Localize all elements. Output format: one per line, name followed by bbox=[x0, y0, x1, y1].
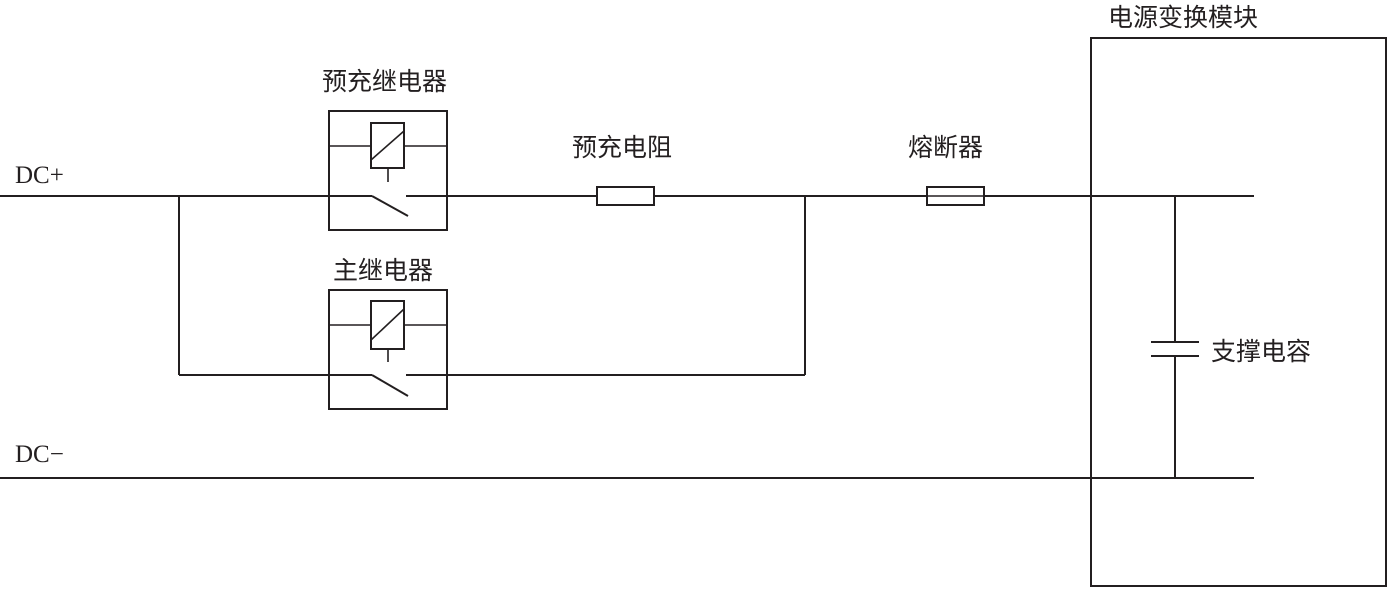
dc-plus-label: DC+ bbox=[15, 162, 64, 189]
power-module-label: 电源变换模块 bbox=[1108, 3, 1258, 32]
precharge-relay-contact bbox=[371, 195, 409, 217]
precharge-relay-label: 预充继电器 bbox=[322, 67, 447, 96]
power-module-box bbox=[1090, 37, 1387, 587]
precharge-resistor-label: 预充电阻 bbox=[572, 133, 672, 162]
support-capacitor-label: 支撑电容 bbox=[1211, 337, 1311, 366]
main-relay-contact bbox=[371, 374, 409, 397]
main-relay-enclosure bbox=[328, 289, 448, 410]
main-relay bbox=[328, 289, 448, 410]
support-capacitor bbox=[1151, 196, 1199, 478]
precharge-resistor bbox=[596, 186, 655, 206]
dc-minus-label: DC− bbox=[15, 441, 64, 468]
fuse bbox=[926, 186, 985, 206]
main-relay-label: 主继电器 bbox=[333, 256, 433, 285]
fuse-label: 熔断器 bbox=[908, 133, 983, 162]
main-relay-coil-mark bbox=[370, 308, 405, 341]
precharge-relay-coil-mark bbox=[370, 130, 405, 161]
precharge-relay bbox=[328, 110, 448, 231]
precharge-relay-enclosure bbox=[328, 110, 448, 231]
